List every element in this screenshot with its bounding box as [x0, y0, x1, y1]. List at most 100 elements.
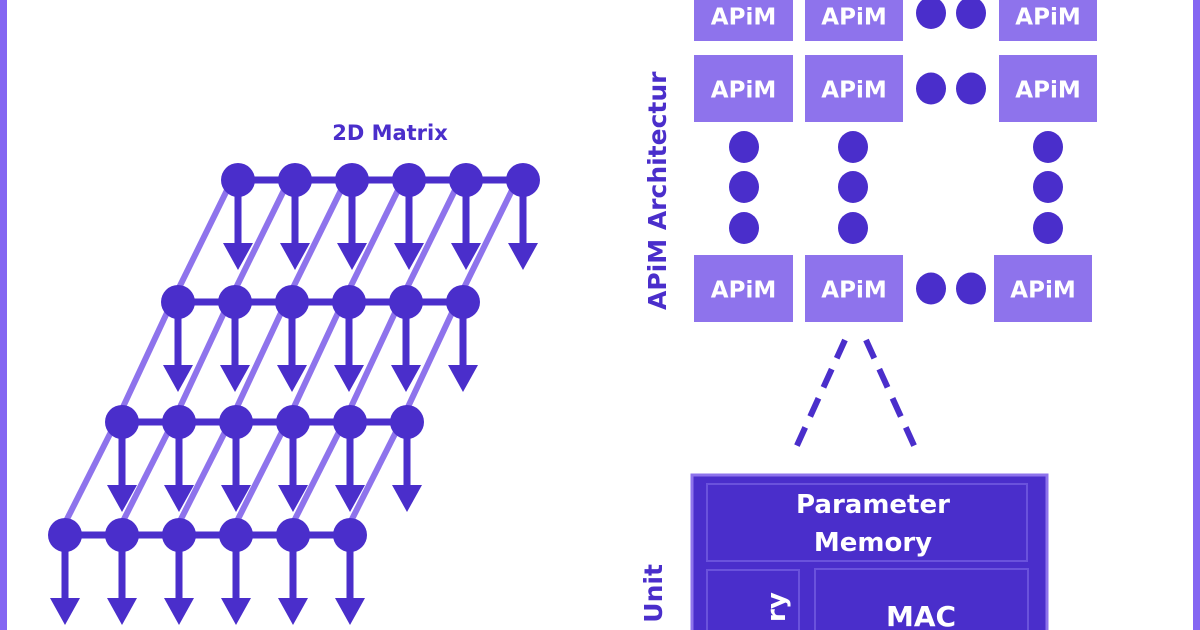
apim-tile [999, 0, 1097, 41]
memory-box-label: ry [762, 592, 792, 622]
arrow-down-icon [221, 485, 251, 512]
matrix-node [335, 163, 369, 197]
arrow-down-icon [107, 598, 137, 625]
matrix-diagonal-link [113, 420, 176, 537]
matrix-diagonal-link [398, 300, 460, 424]
apim-tile-label: APiM [821, 278, 886, 304]
matrix-node [162, 405, 196, 439]
ellipsis-dot [729, 171, 759, 203]
ellipsis-dot [916, 272, 946, 305]
ellipsis-dot [1033, 131, 1063, 163]
apim-tile-label: APiM [821, 5, 886, 31]
parameter-memory-line2: Memory [814, 528, 932, 558]
zoom-connector-left [791, 338, 848, 454]
2d-matrix [48, 163, 540, 625]
matrix-diagonal-link [341, 300, 403, 424]
ellipsis-dot [729, 212, 759, 244]
arrow-down-icon [394, 243, 424, 270]
arrow-down-icon [223, 243, 253, 270]
matrix-diagonal-link [284, 300, 346, 424]
apim-tile [694, 55, 793, 122]
parameter-memory-box [706, 483, 1028, 562]
arrow-down-icon [50, 598, 80, 625]
matrix-diagonal-link [340, 178, 406, 304]
apim-tile [994, 255, 1092, 322]
matrix-diagonal-link [227, 300, 289, 424]
ellipsis-dot [916, 0, 946, 29]
arrow-down-icon [220, 365, 250, 392]
ellipsis-dot [729, 131, 759, 163]
matrix-node [161, 285, 195, 319]
matrix-node [389, 285, 423, 319]
matrix-node [446, 285, 480, 319]
matrix-node [221, 163, 255, 197]
matrix-diagonal-link [284, 420, 347, 537]
apim-tile [694, 0, 793, 41]
matrix-node [333, 518, 367, 552]
arrow-down-icon [335, 598, 365, 625]
apim-tile [805, 0, 903, 41]
matrix-diagonal-link [454, 178, 520, 304]
matrix-diagonal-link [170, 420, 233, 537]
frame-right-border [1193, 0, 1200, 630]
arrow-down-icon [107, 485, 137, 512]
matrix-node [219, 518, 253, 552]
parameter-memory-line1: Parameter [796, 490, 950, 520]
matrix-node [278, 163, 312, 197]
apim-tile-label: APiM [821, 78, 886, 104]
arrow-down-icon [277, 365, 307, 392]
ellipsis-dot [838, 212, 868, 244]
mac-box [814, 568, 1029, 630]
matrix-node [390, 405, 424, 439]
ellipsis-dot [838, 131, 868, 163]
matrix-node [105, 405, 139, 439]
matrix-diagonal-link [226, 178, 292, 304]
arrow-down-icon [337, 243, 367, 270]
ellipsis-dot [916, 72, 946, 105]
arrow-down-icon [221, 598, 251, 625]
arrow-down-icon [451, 243, 481, 270]
matrix-node [48, 518, 82, 552]
matrix-diagonal-link [227, 420, 290, 537]
apim-tile-label: APiM [711, 5, 776, 31]
arrow-down-icon [448, 365, 478, 392]
frame-left-border [0, 0, 7, 630]
matrix-title: 2D Matrix [332, 121, 448, 145]
mac-label: MAC [886, 600, 956, 630]
memory-box [706, 569, 800, 630]
arrow-down-icon [280, 243, 310, 270]
apim-tile [694, 255, 793, 322]
apim-tile-label: APiM [1010, 278, 1075, 304]
matrix-node [333, 405, 367, 439]
ellipsis-dot [1033, 171, 1063, 203]
architecture-label: APiM Architectur [643, 71, 672, 310]
ellipsis-dot [956, 72, 986, 105]
apim-tile [999, 55, 1097, 122]
ellipsis-dot [838, 171, 868, 203]
ellipsis-dot [956, 0, 986, 29]
arrow-down-icon [278, 485, 308, 512]
arrow-down-icon [391, 365, 421, 392]
arrow-down-icon [508, 243, 538, 270]
arrow-down-icon [334, 365, 364, 392]
apim-unit: Parameter Memory ry MAC [690, 473, 1049, 630]
matrix-diagonal-link [56, 420, 119, 537]
matrix-node [392, 163, 426, 197]
apim-tile [805, 255, 903, 322]
matrix-node [449, 163, 483, 197]
matrix-diagonal-link [113, 300, 175, 424]
matrix-node [275, 285, 309, 319]
arrow-down-icon [164, 485, 194, 512]
matrix-node [105, 518, 139, 552]
matrix-node [219, 405, 253, 439]
matrix-diagonal-link [169, 178, 235, 304]
zoom-connector-right [863, 338, 920, 454]
matrix-node [276, 518, 310, 552]
apim-tile-label: APiM [1015, 78, 1080, 104]
ellipsis-dot [1033, 212, 1063, 244]
ellipsis-dot [956, 272, 986, 305]
arrow-down-icon [392, 485, 422, 512]
matrix-node [506, 163, 540, 197]
